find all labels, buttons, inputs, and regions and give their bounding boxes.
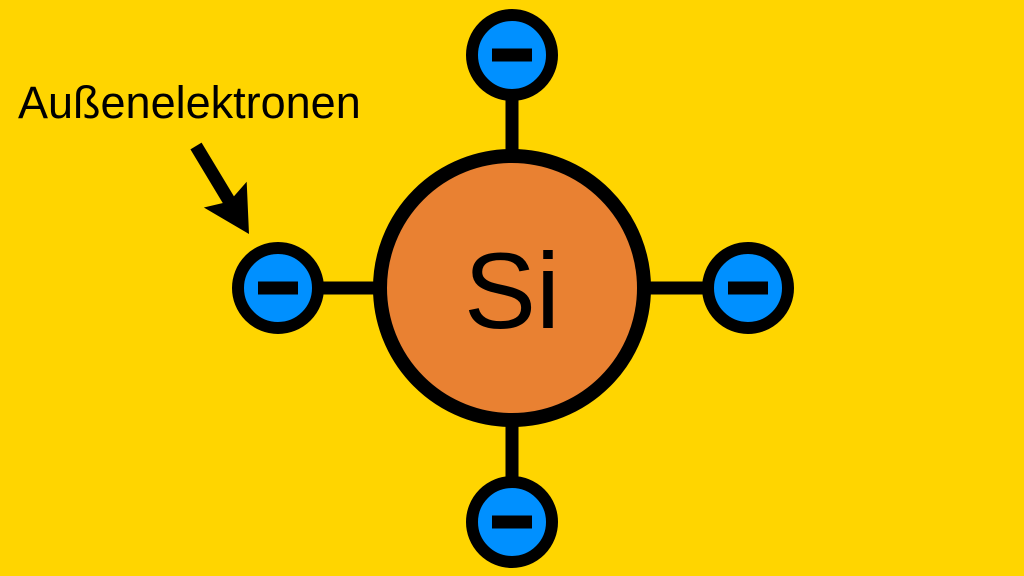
electrons-group [232,9,794,568]
electron-right[interactable] [702,242,794,334]
electron-top[interactable] [466,9,558,101]
arrow-head-icon [203,181,249,234]
arrow-shaft-line [190,142,236,207]
electron-bottom[interactable] [466,476,558,568]
atom-symbol-label: Si [464,230,560,351]
annotation-label: Außenelektronen [18,77,361,128]
nucleus-atom[interactable]: Si [373,149,651,427]
minus-sign-icon [492,48,532,62]
atom-core-circle[interactable] [373,149,651,427]
minus-sign-icon [728,281,768,295]
annotation-arrow [190,142,249,234]
electron-left[interactable] [232,242,324,334]
minus-sign-icon [492,515,532,529]
minus-sign-icon [258,281,298,295]
